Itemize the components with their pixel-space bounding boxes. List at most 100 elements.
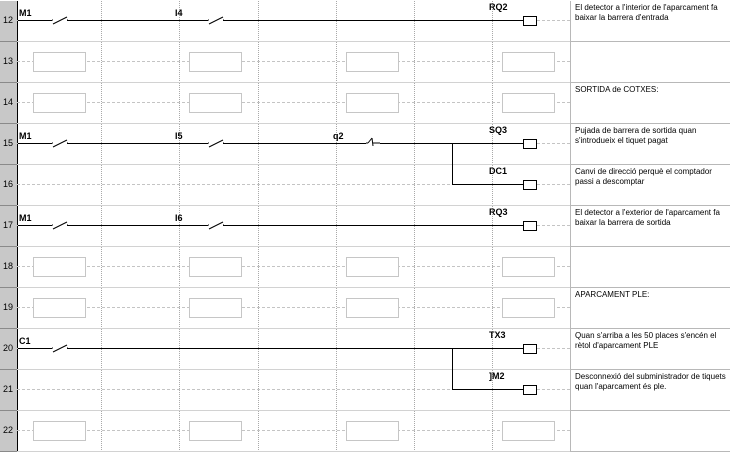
comment-text: El detector a l'interior de l'aparcament… (575, 3, 718, 22)
row-header[interactable]: 15 (0, 124, 17, 165)
ladder-rung[interactable]: 22 (0, 411, 730, 452)
ladder-rung[interactable]: 14 SORTIDA de COTXES: (0, 83, 730, 124)
empty-cell-slot[interactable] (33, 52, 86, 72)
ladder-rung[interactable]: 19 APARCAMENT PLE: (0, 288, 730, 329)
row-number: 19 (3, 302, 14, 312)
cell-separator (179, 370, 180, 411)
comment-cell[interactable] (570, 42, 730, 83)
row-header[interactable]: 17 (0, 206, 17, 247)
empty-cell-slot[interactable] (189, 421, 242, 441)
contact-label: TX3 (489, 330, 506, 340)
no-contact-icon[interactable] (208, 138, 224, 148)
comment-cell[interactable] (570, 411, 730, 452)
comment-cell[interactable]: SORTIDA de COTXES: (570, 83, 730, 124)
comment-text: Quan s'arriba a les 50 places s'encén el… (575, 331, 717, 350)
empty-cell-slot[interactable] (346, 421, 399, 441)
comment-cell[interactable]: APARCAMENT PLE: (570, 288, 730, 329)
coil-icon[interactable] (523, 385, 537, 395)
empty-cell-slot[interactable] (346, 52, 399, 72)
no-contact-icon[interactable] (52, 220, 68, 230)
grid-line (17, 430, 570, 431)
comment-cell[interactable]: Pujada de barrera de sortida quan s'intr… (570, 124, 730, 165)
empty-cell-slot[interactable] (189, 298, 242, 318)
cell-separator (179, 83, 180, 124)
empty-cell-slot[interactable] (346, 93, 399, 113)
row-divider (17, 82, 570, 83)
contact-label: I6 (175, 213, 183, 223)
ladder-rung[interactable]: 13 (0, 42, 730, 83)
branch-wire (452, 143, 453, 165)
row-header[interactable]: 19 (0, 288, 17, 329)
comment-cell[interactable]: El detector a l'exterior de l'aparcament… (570, 206, 730, 247)
cell-separator (414, 206, 415, 247)
row-header[interactable]: 20 (0, 329, 17, 370)
grid-line (17, 266, 570, 267)
row-header[interactable]: 12 (0, 1, 17, 42)
comment-text: Pujada de barrera de sortida quan s'intr… (575, 126, 697, 145)
empty-cell-slot[interactable] (502, 298, 555, 318)
no-contact-icon[interactable] (52, 138, 68, 148)
comment-cell[interactable]: El detector a l'interior de l'aparcament… (570, 1, 730, 42)
cell-separator (101, 247, 102, 288)
coil-icon[interactable] (523, 221, 537, 231)
no-contact-icon[interactable] (208, 220, 224, 230)
cell-separator (258, 83, 259, 124)
comment-cell[interactable]: Canvi de direcció perquè el comptador pa… (570, 165, 730, 206)
cell-separator (492, 124, 493, 165)
grid-line (17, 389, 570, 390)
row-divider (17, 164, 570, 165)
no-contact-icon[interactable] (52, 343, 68, 353)
cell-separator (101, 370, 102, 411)
row-header[interactable]: 14 (0, 83, 17, 124)
coil-icon[interactable] (523, 16, 537, 26)
no-contact-icon[interactable] (52, 15, 68, 25)
empty-cell-slot[interactable] (189, 93, 242, 113)
row-number: 20 (3, 343, 14, 353)
row-header[interactable]: 21 (0, 370, 17, 411)
row-header[interactable]: 16 (0, 165, 17, 206)
row-header[interactable]: 13 (0, 42, 17, 83)
empty-cell-slot[interactable] (33, 257, 86, 277)
comment-cell[interactable]: Quan s'arriba a les 50 places s'encén el… (570, 329, 730, 370)
row-header[interactable]: 18 (0, 247, 17, 288)
empty-cell-slot[interactable] (33, 298, 86, 318)
no-contact-icon[interactable] (208, 15, 224, 25)
comment-cell[interactable]: Desconnexió del subministrador de tiquet… (570, 370, 730, 411)
comment-cell[interactable] (570, 247, 730, 288)
power-rail (17, 370, 18, 411)
grid-line (17, 307, 570, 308)
coil-icon[interactable] (523, 344, 537, 354)
empty-cell-slot[interactable] (33, 421, 86, 441)
cell-separator (492, 288, 493, 329)
row-header[interactable]: 22 (0, 411, 17, 452)
coil-icon[interactable] (523, 139, 537, 149)
contact-gap (52, 139, 67, 147)
nc-contact-icon[interactable] (366, 137, 380, 147)
empty-cell-slot[interactable] (502, 421, 555, 441)
power-rail (17, 411, 18, 452)
contact-gap (52, 16, 67, 24)
empty-cell-slot[interactable] (346, 298, 399, 318)
empty-cell-slot[interactable] (189, 52, 242, 72)
comment-text: Canvi de direcció perquè el comptador pa… (575, 167, 712, 186)
coil-icon[interactable] (523, 180, 537, 190)
empty-cell-slot[interactable] (346, 257, 399, 277)
contact-label: M1 (19, 213, 32, 223)
empty-cell-slot[interactable] (189, 257, 242, 277)
empty-cell-slot[interactable] (502, 93, 555, 113)
cell-separator (492, 247, 493, 288)
contact-gap (52, 221, 67, 229)
empty-cell-slot[interactable] (502, 257, 555, 277)
cell-separator (101, 329, 102, 370)
row-divider (17, 123, 570, 124)
row-number: 13 (3, 56, 14, 66)
empty-cell-slot[interactable] (33, 93, 86, 113)
empty-cell-slot[interactable] (502, 52, 555, 72)
ladder-rung[interactable]: 18 (0, 247, 730, 288)
